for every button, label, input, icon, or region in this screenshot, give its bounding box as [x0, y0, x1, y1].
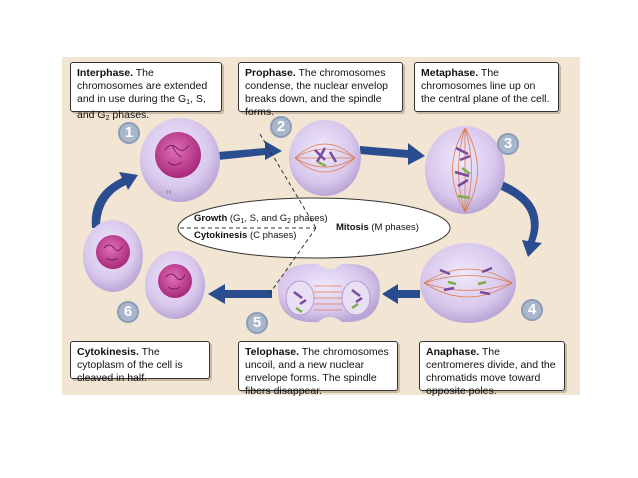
growth-sub-1: 1 — [240, 218, 245, 225]
caption-anaphase: Anaphase. The centromeres divide, and th… — [419, 341, 565, 397]
mitosis-term: Mitosis — [336, 222, 369, 233]
badge-2: 2 — [270, 116, 292, 138]
anaphase-term: Anaphase. — [426, 346, 480, 358]
interphase-term: Interphase. — [77, 67, 134, 79]
arrow-2-to-3 — [360, 143, 425, 165]
caption-metaphase: Metaphase. The chromosomes line up on th… — [414, 62, 559, 112]
caption-interphase: Interphase. The chromosomes are extended… — [70, 62, 222, 122]
label-mitosis: Mitosis (M phases) — [336, 222, 419, 233]
metaphase-text: The chromosomes line up on the central p… — [421, 67, 550, 105]
growth-text-b: , S, and G — [244, 213, 288, 224]
badge-1: 1 — [118, 122, 140, 144]
cell-anaphase — [420, 243, 516, 323]
growth-text-a: (G — [227, 213, 241, 224]
interphase-mid: , S, and G — [77, 93, 206, 121]
growth-term: Growth — [194, 213, 228, 224]
interphase-g2: 2 — [105, 115, 110, 122]
badge-3: 3 — [497, 133, 519, 155]
telophase-term: Telophase. — [245, 346, 300, 358]
cell-prophase — [289, 120, 361, 196]
cyto-term: Cytokinesis — [194, 230, 248, 241]
badge-6: 6 — [117, 301, 139, 323]
metaphase-term: Metaphase. — [421, 67, 479, 79]
cell-metaphase — [425, 126, 505, 214]
cycle-arrows — [91, 141, 542, 304]
cell-cytokinesis-left — [83, 220, 143, 292]
interphase-text: The chromosomes are extended and in use … — [77, 67, 208, 105]
prophase-term: Prophase. — [245, 67, 296, 79]
growth-text-c: phases) — [291, 213, 328, 224]
interphase-g1: 1 — [186, 99, 191, 106]
badge-5: 5 — [246, 312, 268, 334]
label-growth: Growth (G1, S, and G2 phases) — [194, 213, 327, 225]
arrow-5-to-6 — [208, 284, 272, 304]
cytokinesis-term: Cytokinesis. — [77, 346, 139, 358]
cell-cytokinesis-right — [145, 251, 205, 319]
interphase-end: phases. — [109, 109, 150, 121]
cyto-text: (C phases) — [247, 230, 297, 241]
caption-prophase: Prophase. The chromosomes condense, the … — [238, 62, 403, 118]
badge-4: 4 — [521, 299, 543, 321]
growth-sub-2: 2 — [287, 218, 292, 225]
cytokinesis-text: The cytoplasm of the cell is cleaved in … — [77, 346, 183, 384]
caption-telophase: Telophase. The chromosomes uncoil, and a… — [238, 341, 398, 397]
cell-telophase — [278, 263, 380, 323]
cell-interphase: ›‹ — [140, 118, 220, 202]
arrow-4-to-5 — [382, 284, 420, 304]
arrow-1-to-2 — [218, 141, 282, 160]
dashed-divider-upper — [259, 133, 317, 229]
caption-cytokinesis: Cytokinesis. The cytoplasm of the cell i… — [70, 341, 210, 384]
mitosis-text: (M phases) — [368, 222, 419, 233]
label-cytokinesis-phase: Cytokinesis (C phases) — [194, 230, 296, 241]
svg-text:›‹: ›‹ — [166, 187, 172, 196]
anaphase-text: The centromeres divide, and the chromati… — [426, 346, 556, 397]
arrow-6-to-1 — [91, 172, 138, 228]
arrow-3-to-4 — [496, 180, 542, 257]
telophase-text: The chromosomes uncoil, and a new nuclea… — [245, 346, 389, 397]
prophase-text: The chromosomes condense, the nuclear en… — [245, 67, 389, 118]
